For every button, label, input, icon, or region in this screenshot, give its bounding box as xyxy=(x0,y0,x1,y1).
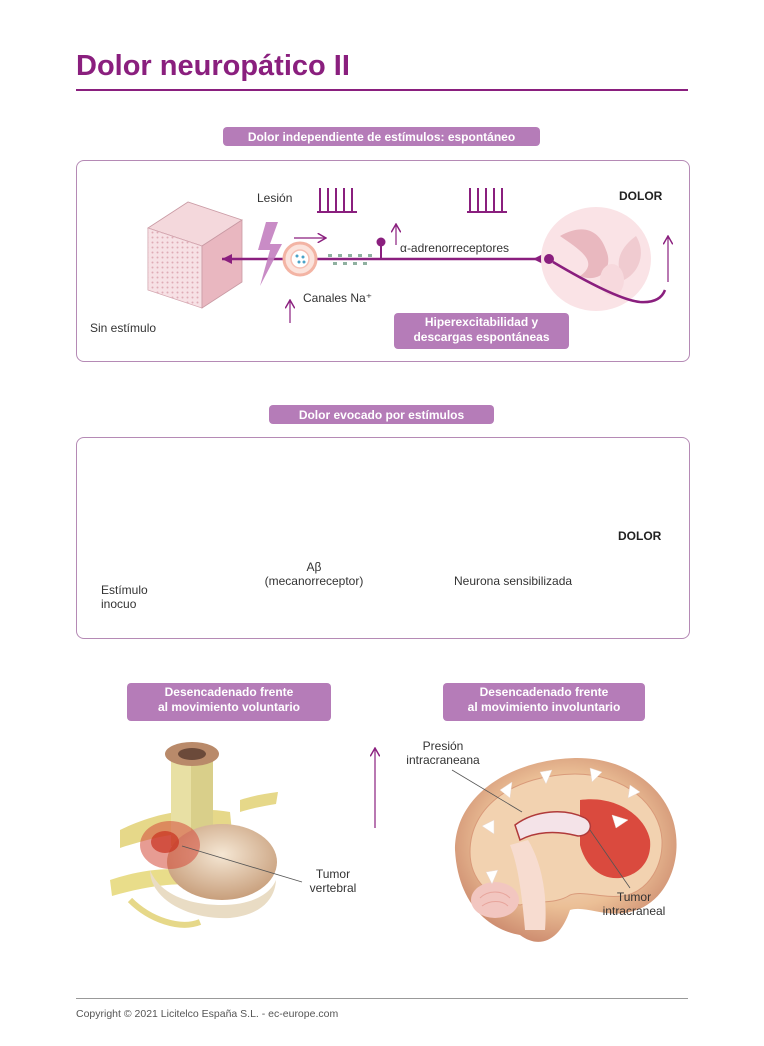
skin-block-icon xyxy=(147,201,243,309)
title-divider xyxy=(76,89,688,91)
vertebral-line-2: vertebral xyxy=(309,881,357,895)
intracranial-line-2: intracraneal xyxy=(602,904,666,918)
voluntary-movement-heading: Desencadenado frente al movimiento volun… xyxy=(127,683,331,721)
involuntary-movement-heading: Desencadenado frente al movimiento invol… xyxy=(443,683,645,721)
intracranial-line-1: Tumor xyxy=(616,890,652,904)
abeta-line-1: Aβ xyxy=(306,560,322,574)
receptors-label: α-adrenorreceptores xyxy=(400,241,509,255)
vertebral-line-1: Tumor xyxy=(315,867,351,881)
footer-divider xyxy=(76,998,688,999)
vertebral-tumor-label: Tumor vertebral xyxy=(302,867,364,895)
intracranial-tumor-label: Tumor intracraneal xyxy=(596,890,672,918)
section1-heading: Dolor independiente de estímulos: espont… xyxy=(223,127,540,146)
abeta-line-2: (mecanorreceptor) xyxy=(264,574,364,588)
brain-tumor-image xyxy=(455,757,677,942)
vertebra-tumor-image xyxy=(110,742,278,928)
section2-heading: Dolor evocado por estímulos xyxy=(269,405,494,424)
pain-label: DOLOR xyxy=(619,189,663,203)
sodium-channels-icon xyxy=(328,254,372,265)
stimulus-line-1: Estímulo xyxy=(101,583,148,597)
stimulus-label: Estímulo inocuo xyxy=(101,583,148,611)
spike-train-icon xyxy=(467,188,507,213)
involuntary-line-2: al movimiento involuntario xyxy=(467,700,621,714)
sodium-channels-label: Canales Na⁺ xyxy=(303,291,373,305)
stimulus-line-2: inocuo xyxy=(101,597,137,611)
involuntary-line-1: Desencadenado frente xyxy=(479,685,609,699)
sensitized-neuron-label: Neurona sensibilizada xyxy=(454,574,573,588)
copyright-text: Copyright © 2021 Licitelco España S.L. -… xyxy=(76,1008,339,1020)
lesion-label: Lesión xyxy=(257,191,293,205)
pressure-label: Presión intracraneana xyxy=(402,739,484,767)
pressure-line-2: intracraneana xyxy=(406,753,480,767)
abeta-label: Aβ (mecanorreceptor) xyxy=(257,560,371,588)
section2-panel xyxy=(76,437,690,639)
page-title: Dolor neuropático II xyxy=(76,50,350,82)
spike-train-icon xyxy=(317,188,357,213)
spinal-cord-icon xyxy=(541,207,651,311)
pressure-line-1: Presión xyxy=(422,739,464,753)
pain-label-2: DOLOR xyxy=(618,529,662,543)
hyperexcitability-note: Hiperexcitabilidad y descargas espontáne… xyxy=(394,313,569,349)
voluntary-line-1: Desencadenado frente xyxy=(164,685,294,699)
lightning-icon xyxy=(258,222,282,286)
note-line-1: Hiperexcitabilidad y xyxy=(424,315,539,329)
note-line-2: descargas espontáneas xyxy=(413,330,550,344)
no-stimulus-label: Sin estímulo xyxy=(90,321,157,335)
lesion-circle-icon xyxy=(282,241,318,277)
voluntary-line-2: al movimiento voluntario xyxy=(157,700,301,714)
